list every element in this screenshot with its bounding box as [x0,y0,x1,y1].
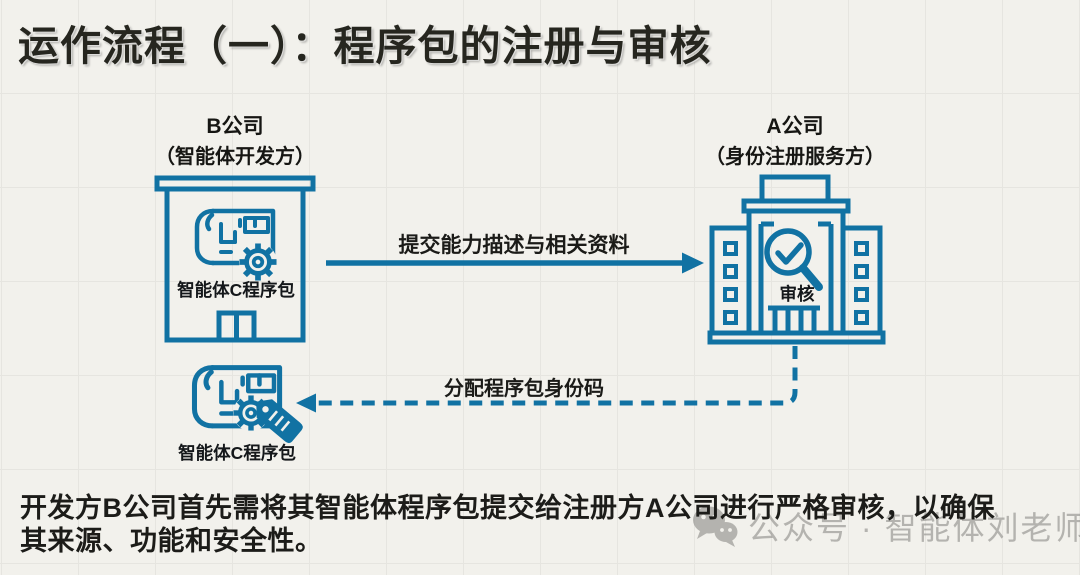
magnifier-check-icon [764,228,823,291]
entity-a-header: A公司 （身份注册服务方） [705,110,885,169]
watermark: 公众号 · 智能体刘老师 [690,503,1080,549]
page-title: 运作流程（一）：程序包的注册与审核 [18,23,712,69]
building-b [154,175,316,343]
blueprint-tag-icon [194,368,303,444]
submit-flow-label: 提交能力描述与相关资料 [398,234,630,257]
id-tag-icon [256,399,303,444]
entity-b-name: B公司 [206,115,264,138]
entity-a-role: （身份注册服务方） [705,146,885,168]
footer-line-1: 开发方B公司首先需将其智能体程序包提交给注册方A公司进行严格审核，以确保 [20,493,995,523]
submit-arrow [326,252,704,274]
assign-flow-label: 分配程序包身份码 [444,378,604,400]
blueprint-gear-icon [197,211,277,281]
assign-arrow-dashed [296,346,798,413]
building-a [707,174,886,345]
entity-a-name: A公司 [766,115,824,138]
footer-line-2: 其来源、功能和安全性。 [20,526,323,556]
wechat-icon [693,506,738,547]
building-a-action-label: 审核 [779,284,815,304]
footer-text: 开发方B公司首先需将其智能体程序包提交给注册方A公司进行严格审核，以确保 其来源… [20,492,995,558]
result-package-label: 智能体C程序包 [178,443,296,463]
building-b-package-label: 智能体C程序包 [177,280,295,300]
entity-b-header: B公司 （智能体开发方） [155,110,315,169]
watermark-text: 公众号 · 智能体刘老师 [748,510,1080,546]
entity-b-role: （智能体开发方） [155,146,315,168]
